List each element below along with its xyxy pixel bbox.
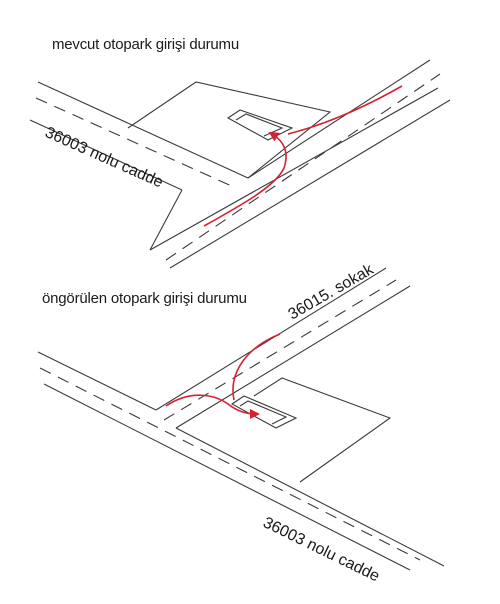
main-street-edge-bottom xyxy=(29,119,183,191)
proposed-situation-diagram: 36015. sokak 36003 nolu cadde xyxy=(37,261,445,585)
proposed-entry-route-arrow xyxy=(165,394,260,419)
main-street-edge-top xyxy=(37,81,249,179)
main-street-centerline-proposed xyxy=(39,367,421,561)
current-entrance-title: mevcut otopark girişi durumu xyxy=(52,36,239,53)
main-street-edge-b xyxy=(43,383,411,571)
side-street-edge-bottom xyxy=(149,87,439,251)
current-main-street-label: 36003 nolu cadde xyxy=(42,124,165,191)
parking-plot-outline xyxy=(127,81,332,179)
side-street-centerline xyxy=(165,73,441,261)
main-street-centerline xyxy=(35,97,237,189)
side-street-edge-lower-proposed xyxy=(175,285,411,429)
side-street-edge-lower xyxy=(169,99,451,269)
current-entry-route-arrow xyxy=(203,131,287,227)
main-street-edge-c xyxy=(175,427,445,567)
side-street-edge-upper xyxy=(155,267,387,411)
side-street-edge-top xyxy=(247,59,431,179)
proposed-exit-route-arrow xyxy=(232,333,281,401)
parking-ramp-outline-proposed xyxy=(230,395,298,429)
current-exit-route-arrow xyxy=(287,85,403,135)
parking-ramp-inner-proposed xyxy=(239,400,288,425)
side-street-centerline-proposed xyxy=(163,279,397,421)
current-situation-diagram: 36003 nolu cadde xyxy=(29,59,451,269)
parking-plot-outline-proposed xyxy=(253,377,392,483)
proposed-entrance-title: öngörülen otopark girişi durumu xyxy=(42,290,247,307)
main-street-edge-a xyxy=(37,351,157,411)
side-street-edge-left xyxy=(149,189,183,251)
parking-ramp-outline xyxy=(226,109,294,141)
parking-ramp-inner xyxy=(235,113,284,137)
